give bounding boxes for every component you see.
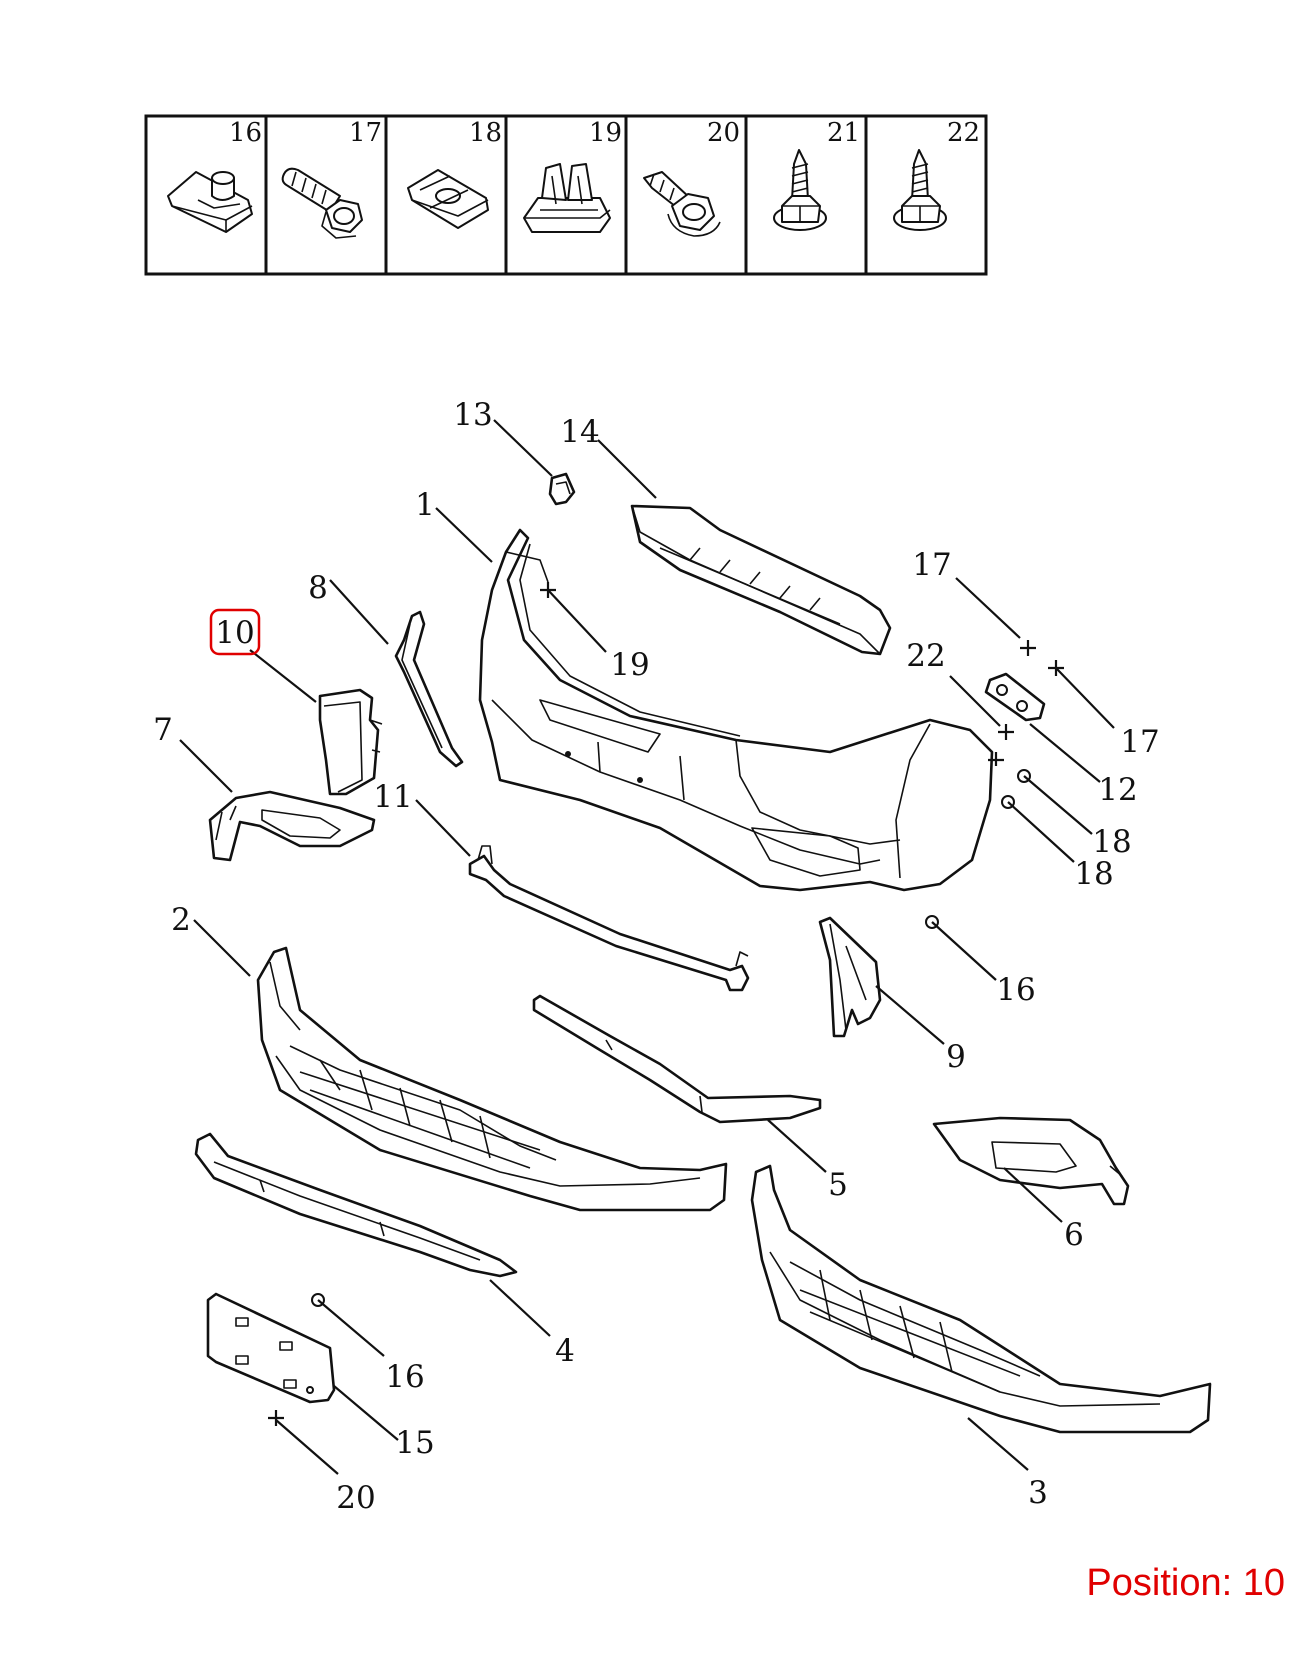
screw-icon	[893, 149, 947, 231]
clip-nut-icon	[167, 171, 253, 233]
callout-17a: 17	[912, 547, 951, 583]
leader-lines	[179, 419, 1115, 1475]
plastic-clip-icon	[523, 163, 611, 233]
callout-16a: 16	[996, 972, 1035, 1008]
position-label: Position: 10	[1086, 1562, 1285, 1604]
callout-11: 11	[373, 779, 412, 815]
part-6-fog-bezel-right	[932, 1116, 1130, 1206]
fastener-table: 16 17 18 19 20 21 22	[144, 114, 988, 276]
part-12-bracket	[984, 672, 1046, 722]
part-8-trim-strip	[394, 610, 464, 768]
callout-2: 2	[171, 902, 191, 938]
part-15-license-bracket	[206, 1292, 336, 1426]
part-1-bumper-cover	[478, 528, 994, 892]
table-number-22: 22	[947, 118, 980, 148]
clip-nut-icon	[407, 169, 489, 229]
callout-19: 18	[1092, 824, 1131, 860]
part-14-upper-bracket	[630, 504, 892, 656]
callout-12: 12	[1098, 772, 1137, 808]
callout-10: 10	[215, 615, 254, 651]
callout-5: 5	[828, 1167, 848, 1203]
callout-16b: 16	[385, 1359, 424, 1395]
table-number-21: 21	[827, 118, 860, 148]
callout-14: 14	[560, 414, 599, 450]
table-number-17: 17	[349, 118, 382, 148]
part-10-grille-insert	[318, 688, 383, 796]
callout-15: 15	[395, 1425, 434, 1461]
part-13-clip	[548, 472, 576, 506]
part-5-lower-strip	[532, 994, 822, 1124]
callout-17b: 17	[1120, 724, 1159, 760]
callout-22: 22	[906, 638, 945, 674]
callout-9: 9	[946, 1039, 966, 1075]
bolt-icon	[281, 167, 363, 239]
callout-20: 19	[610, 647, 649, 683]
callout-4: 4	[555, 1333, 575, 1369]
part-7-fog-bezel	[208, 790, 376, 862]
part-11-beam	[468, 845, 750, 992]
callout-6: 6	[1064, 1217, 1084, 1253]
callout-13: 13	[453, 397, 492, 433]
callouts: 13 14 1 8 19 17 22 17 12 18 18 16 10 7 1…	[153, 397, 1160, 1516]
callout-21: 20	[336, 1480, 375, 1516]
screw-icon	[643, 171, 721, 237]
part-2-lower-bumper	[256, 946, 728, 1212]
callout-3: 3	[1028, 1475, 1048, 1511]
part-9-side-support	[818, 916, 882, 1038]
part-3-lower-bumper	[750, 1164, 1212, 1434]
table-number-16: 16	[229, 118, 262, 148]
callout-8: 8	[308, 570, 328, 606]
table-number-20: 20	[707, 118, 740, 148]
callout-10-highlight	[209, 608, 261, 656]
part-4-lower-lip	[194, 1132, 518, 1278]
table-number-18: 18	[469, 118, 502, 148]
callout-7: 7	[153, 712, 173, 748]
screw-icon	[773, 149, 827, 231]
table-number-19: 19	[589, 118, 622, 148]
callout-18: 18	[1074, 856, 1113, 892]
callout-1: 1	[415, 487, 435, 523]
